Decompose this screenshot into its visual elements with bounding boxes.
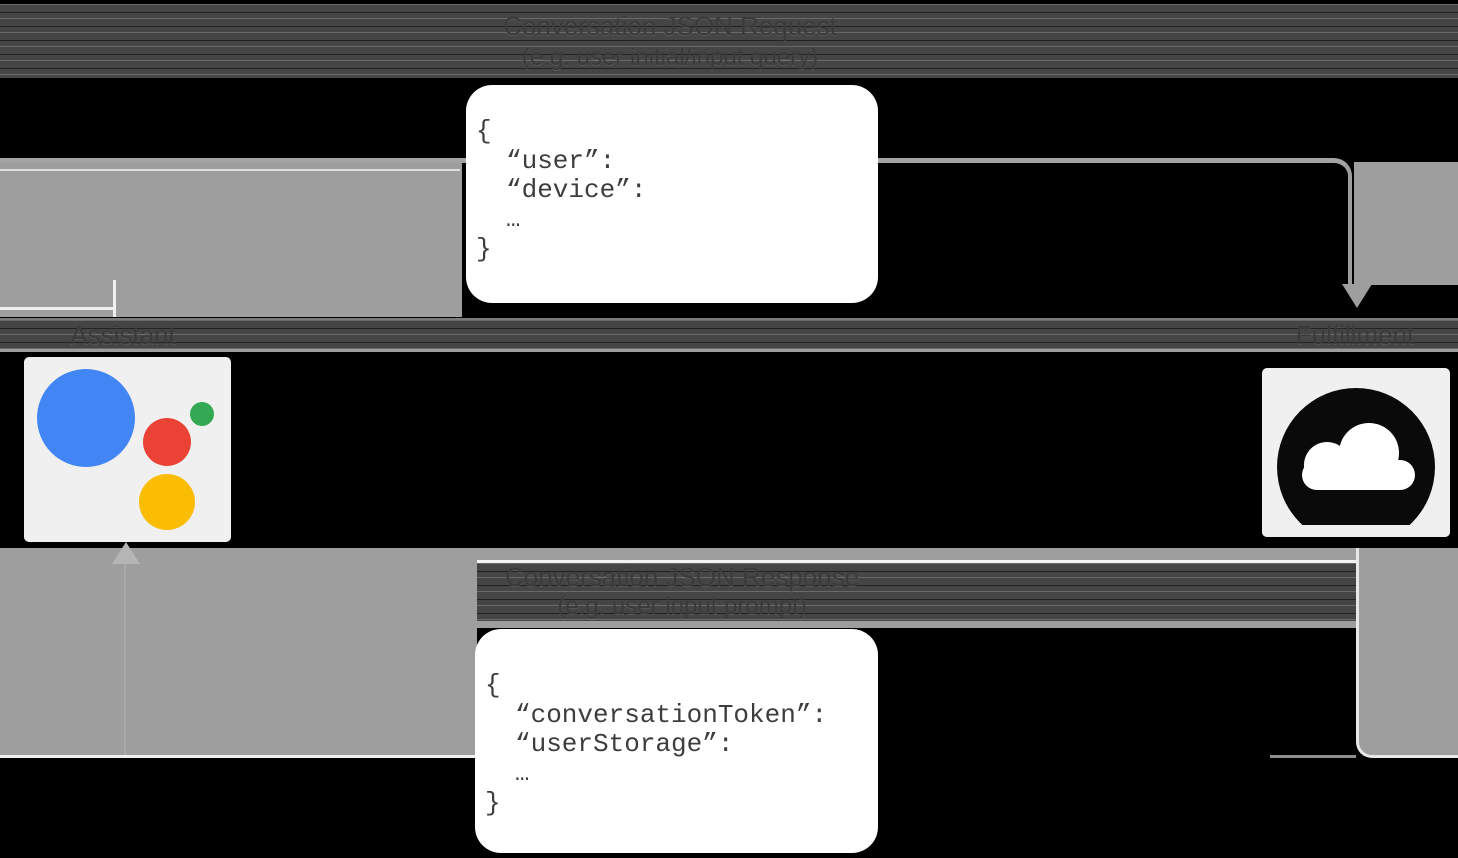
request-code-line: … (506, 206, 521, 234)
request-arrow-downturn (1354, 162, 1458, 285)
request-code-line: “device”: (506, 175, 647, 205)
top-texture-band (0, 4, 1458, 78)
response-arrow-line-stub (1270, 755, 1356, 758)
response-title: Conversation JSON Response (504, 562, 860, 592)
assistant-label: Assistant (70, 320, 176, 350)
request-arrow-start-line-vertical (113, 280, 116, 317)
response-band-top-strip (477, 548, 1356, 561)
response-band-bottom-strip (477, 621, 1356, 628)
request-code-line: { (476, 116, 492, 146)
request-code-line: “user”: (506, 145, 616, 176)
assistant-node (24, 357, 231, 542)
response-code-line: … (515, 760, 530, 788)
response-code-line: } (485, 788, 501, 818)
response-code-line: { (485, 670, 501, 700)
response-arrowhead-icon (112, 542, 140, 564)
response-texture-band (477, 563, 1356, 621)
node-label-band (0, 318, 1458, 352)
fulfillment-node (1262, 368, 1450, 537)
request-arrow-body (0, 163, 462, 317)
request-arrowhead-icon (1342, 284, 1372, 308)
response-arrow-line (138, 560, 1356, 563)
response-arrow-body (0, 548, 477, 758)
response-arrow-end-line-vertical (124, 564, 126, 755)
request-json-card: { “user”: “device”: … } (466, 85, 878, 303)
request-arrow-start-line-horizontal (0, 307, 116, 310)
request-code-line: } (476, 234, 492, 264)
request-subtitle: (e.g. user initial/input query) (521, 44, 819, 71)
response-code-line: “conversationToken”: (515, 699, 828, 730)
request-arrow-edge-highlight (0, 169, 460, 171)
fulfillment-label: Fulfillment (1295, 320, 1415, 350)
request-title: Conversation JSON Request (503, 11, 837, 41)
response-code-line: “userStorage”: (515, 729, 734, 759)
response-subtitle: (e.g. user input prompt) (557, 593, 807, 620)
response-arrow-downturn (1356, 548, 1458, 758)
response-json-card: { “conversationToken”: “userStorage”: … … (475, 629, 878, 853)
